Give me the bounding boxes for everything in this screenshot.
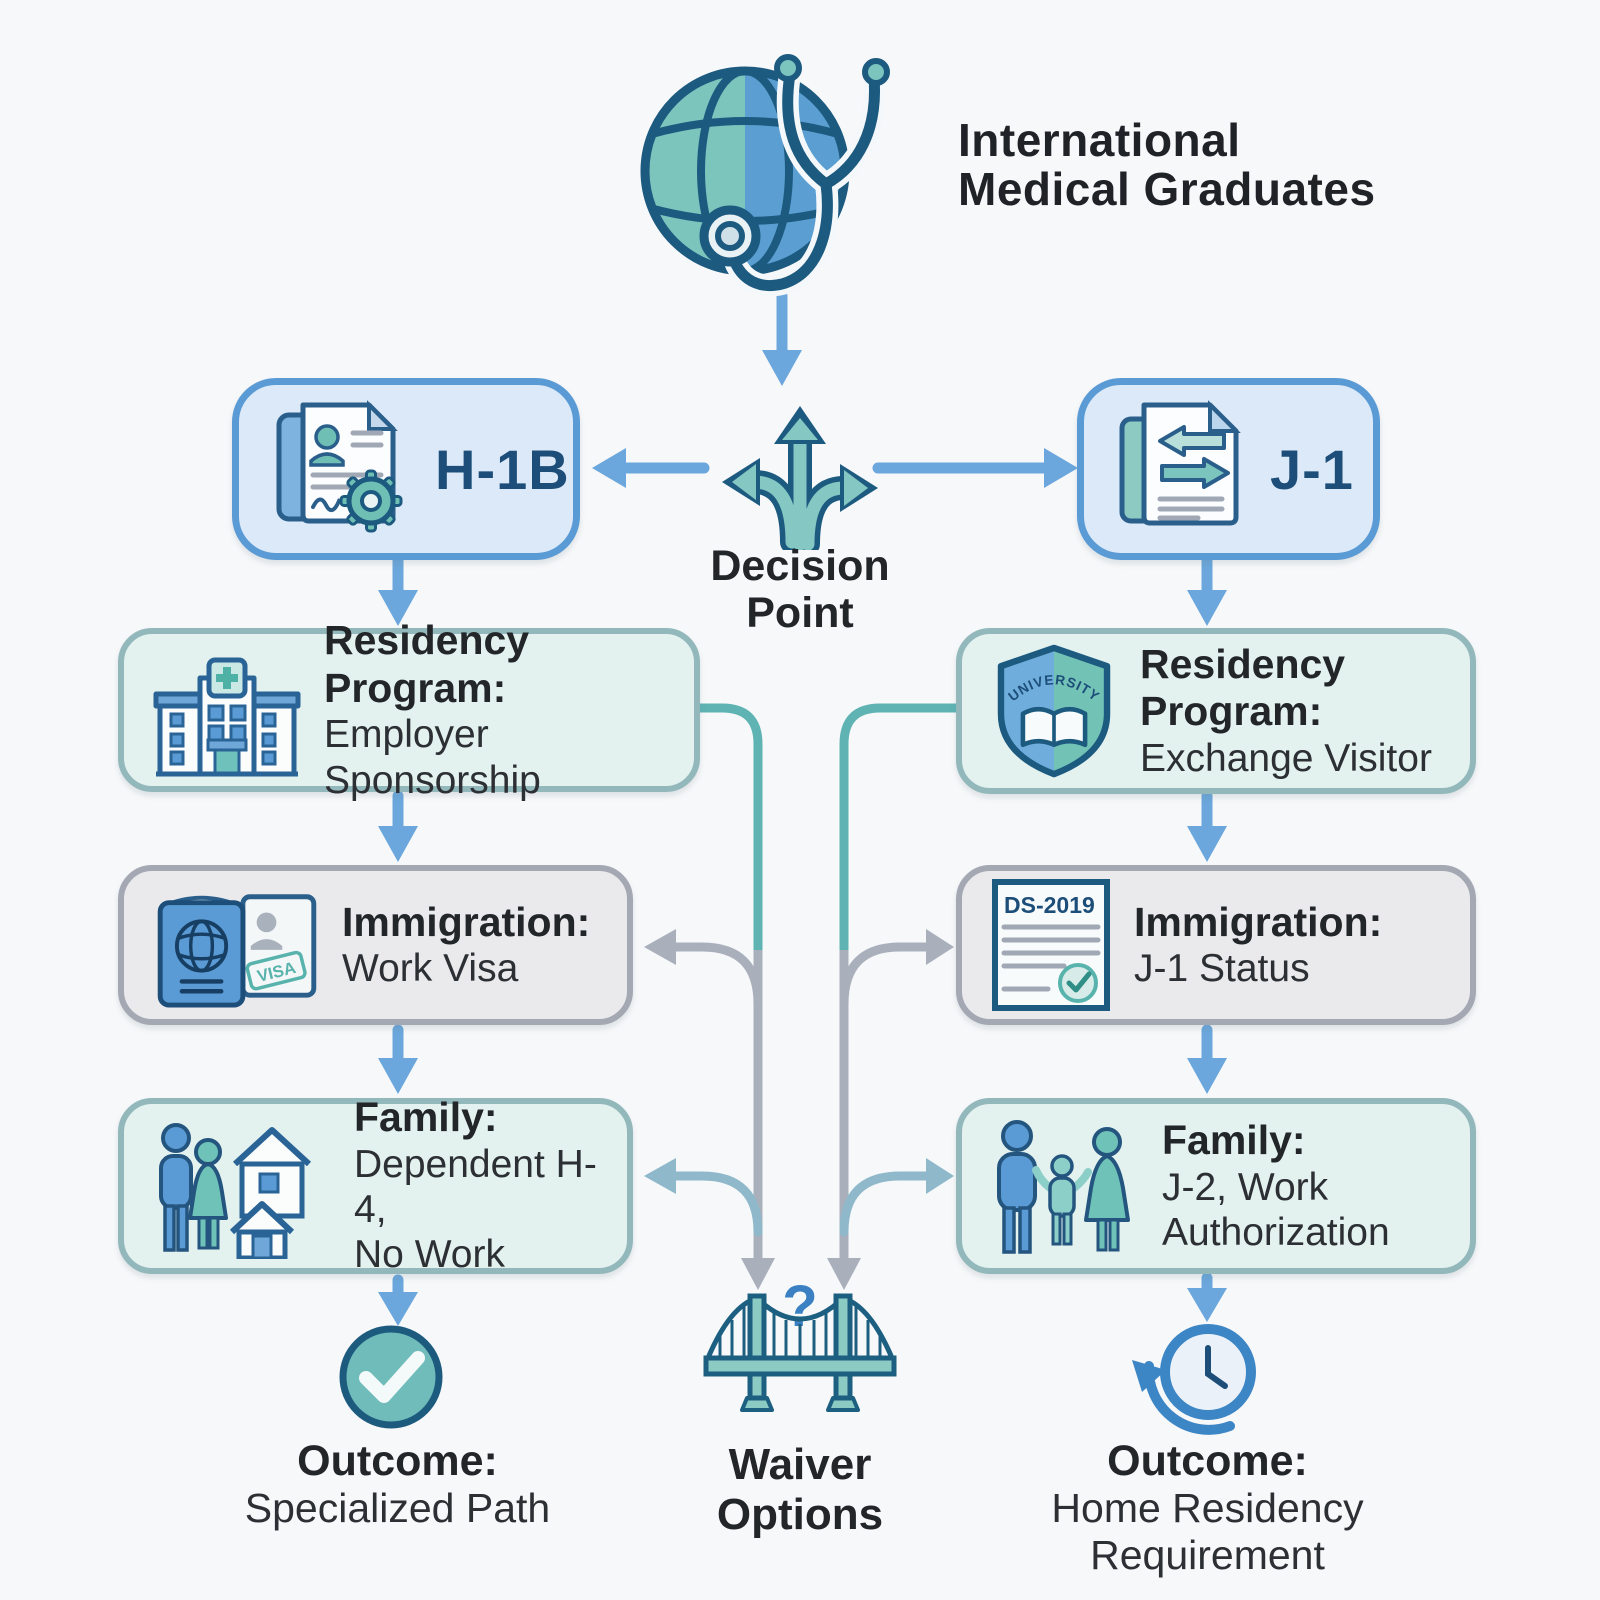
- right-outcome-label: Outcome: Home Residency Requirement: [985, 1438, 1430, 1579]
- right-family-subtitle: J-2, Work Authorization: [1162, 1165, 1390, 1254]
- university-shield-icon: UNIVERSITY: [997, 644, 1111, 778]
- right-residency-subtitle: Exchange Visitor: [1140, 736, 1432, 780]
- left-family-subtitle: Dependent H-4, No Work: [354, 1142, 597, 1277]
- decision-branch-icon: [722, 406, 878, 550]
- arrow-decision-to-j1: [872, 448, 1078, 488]
- globe-stethoscope-icon: [640, 54, 890, 297]
- teal-connector-right: [839, 703, 967, 959]
- left-residency-title: Residency Program:: [324, 617, 530, 711]
- j1-label: J-1: [1270, 437, 1354, 501]
- waiver-bridge-icon: ?: [703, 1274, 897, 1412]
- left-immigration-box: VISA Immigration: Work Visa: [118, 865, 633, 1025]
- waiver-options-label: Waiver Options: [716, 1440, 884, 1539]
- right-immigration-box: DS-2019 Immigration: J-1 Status: [956, 865, 1476, 1025]
- arrow-left-immigration-to-family: [378, 1024, 418, 1094]
- right-outcome-subtitle: Home Residency Requirement: [1051, 1485, 1364, 1578]
- right-family-box: Family: J-2, Work Authorization: [956, 1098, 1476, 1274]
- check-circle-icon: [339, 1325, 443, 1429]
- waiver-branch-arrow-to-right-immigration: [839, 929, 954, 1009]
- h1b-petition-document-icon: [276, 400, 403, 533]
- right-family-title: Family:: [1162, 1116, 1306, 1163]
- h1b-branch-box: H-1B: [232, 378, 580, 560]
- arrow-decision-to-h1b: [592, 448, 710, 488]
- left-outcome-title: Outcome:: [297, 1437, 498, 1485]
- decision-point-label: Decision Point: [710, 542, 890, 638]
- arrow-j1-to-right-residency: [1187, 554, 1227, 626]
- page-title: International Medical Graduates: [958, 114, 1376, 215]
- h1b-label: H-1B: [435, 437, 570, 501]
- left-family-box: Family: Dependent H-4, No Work: [118, 1094, 633, 1276]
- arrow-header-to-decision: [762, 290, 802, 386]
- right-residency-title: Residency Program:: [1140, 640, 1346, 735]
- arrow-right-immigration-to-family: [1187, 1024, 1227, 1094]
- family-house-icon: [159, 1122, 312, 1259]
- hospital-icon: [153, 657, 301, 777]
- left-residency-box: Residency Program: Employer Sponsorship: [118, 617, 700, 802]
- j1-exchange-document-icon: [1119, 400, 1241, 526]
- left-outcome-subtitle: Specialized Path: [244, 1485, 551, 1531]
- left-residency-subtitle: Employer Sponsorship: [324, 713, 541, 802]
- right-immigration-title: Immigration:: [1134, 898, 1383, 945]
- arrow-left-residency-to-immigration: [378, 790, 418, 862]
- waiver-branch-arrow-to-left-immigration: [644, 929, 763, 1009]
- gear-icon: [339, 469, 403, 533]
- waiver-branch-arrow-to-left-family: [644, 1158, 763, 1237]
- left-immigration-subtitle: Work Visa: [342, 947, 519, 991]
- arrow-left-family-to-outcome: [378, 1274, 418, 1326]
- right-outcome-title: Outcome:: [1107, 1437, 1308, 1485]
- ds2019-label: DS-2019: [1004, 892, 1095, 918]
- ds2019-document-icon: DS-2019: [992, 879, 1110, 1011]
- history-clock-icon: [1132, 1324, 1256, 1435]
- arrow-h1b-to-left-residency: [378, 554, 418, 626]
- arrow-right-family-to-outcome: [1187, 1272, 1227, 1322]
- left-outcome-label: Outcome: Specialized Path: [170, 1438, 625, 1532]
- left-family-title: Family:: [354, 1094, 498, 1141]
- left-immigration-title: Immigration:: [342, 898, 591, 945]
- arrow-right-residency-to-immigration: [1187, 790, 1227, 862]
- right-immigration-subtitle: J-1 Status: [1134, 947, 1310, 991]
- teal-connector-left: [689, 703, 763, 959]
- right-residency-box: UNIVERSITY Residency Program: Exchange V…: [956, 628, 1476, 794]
- waiver-branch-arrow-to-right-family: [839, 1158, 954, 1237]
- j1-branch-box: J-1: [1077, 378, 1380, 560]
- bridge-suspenders: [718, 1306, 882, 1358]
- passport-visa-icon: VISA: [157, 894, 317, 1008]
- family-group-icon: [997, 1119, 1130, 1254]
